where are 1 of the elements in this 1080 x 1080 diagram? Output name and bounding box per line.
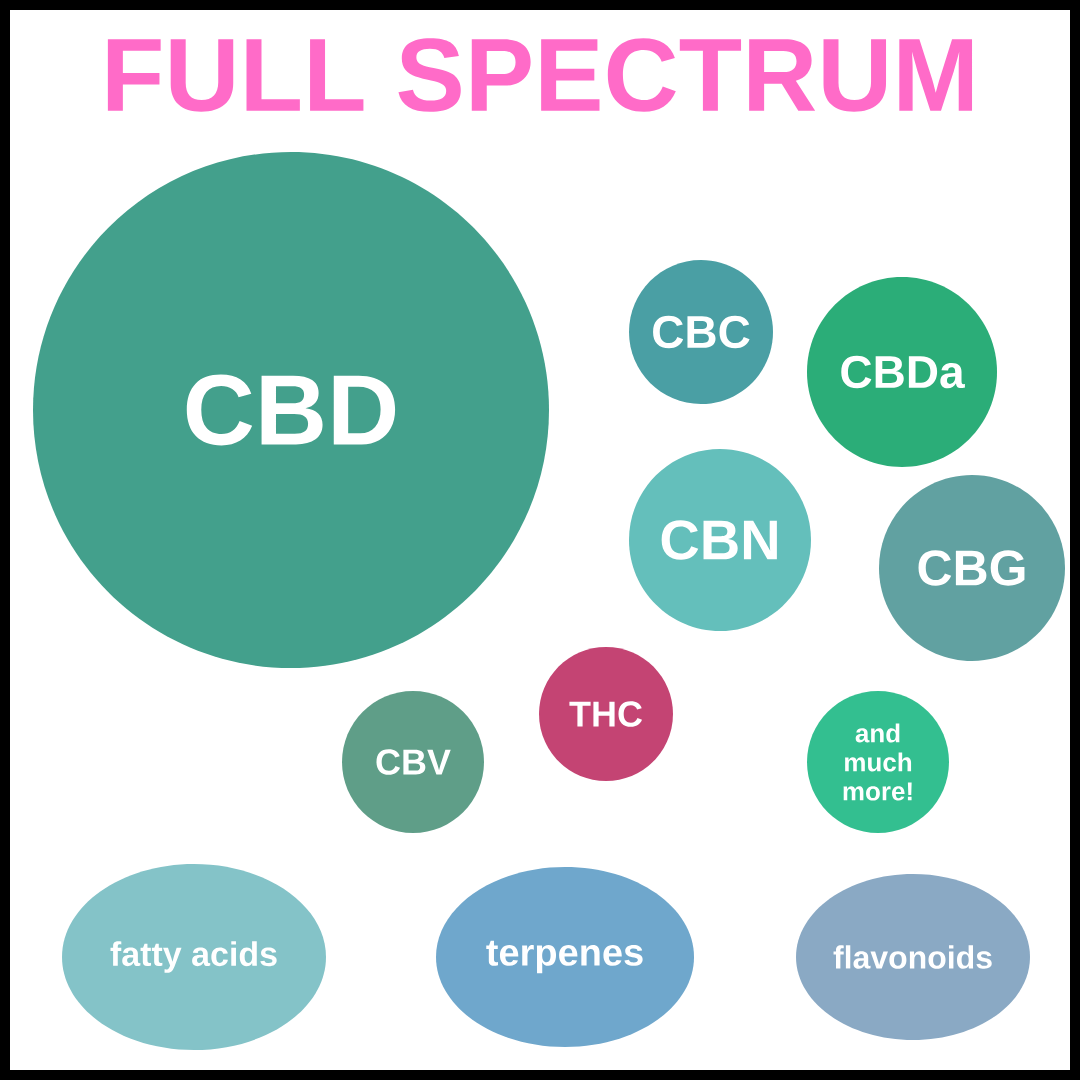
title: FULL SPECTRUM bbox=[107, 38, 973, 112]
